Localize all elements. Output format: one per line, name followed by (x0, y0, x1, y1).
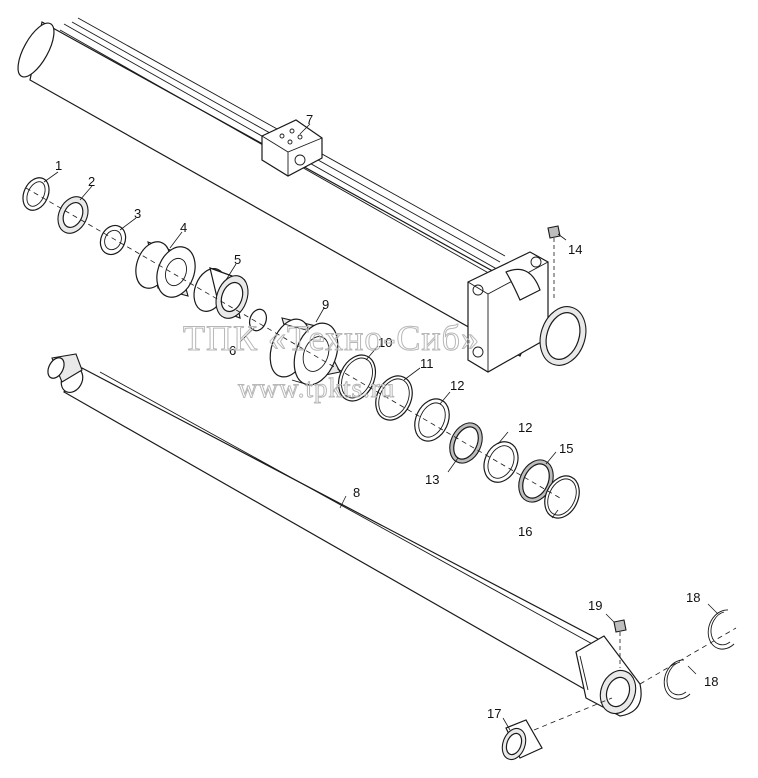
callout-14: 14 (568, 242, 582, 257)
piston-9 (269, 317, 341, 387)
callout-18a: 18 (686, 590, 700, 605)
mounting-flange (467, 251, 587, 373)
bushing-17 (501, 697, 613, 761)
callout-3: 3 (134, 206, 141, 221)
plug-14 (547, 225, 561, 300)
callout-6: 6 (229, 343, 236, 358)
ring-12b (483, 441, 519, 483)
callout-5: 5 (234, 252, 241, 267)
ring-15 (518, 459, 554, 503)
callouts: 1 2 3 4 5 6 7 8 9 10 11 12 12 13 14 15 1… (55, 112, 718, 721)
callout-13: 13 (425, 472, 439, 487)
callout-10: 10 (378, 335, 392, 350)
ring-11 (375, 375, 413, 421)
callout-2: 2 (88, 174, 95, 189)
callout-11: 11 (420, 356, 434, 371)
callout-7: 7 (306, 112, 313, 127)
gland-4 (135, 241, 196, 298)
callout-8: 8 (353, 485, 360, 500)
cylinder-barrel (17, 17, 587, 373)
callout-16: 16 (518, 524, 532, 539)
callout-15: 15 (559, 441, 573, 456)
watermark-line2: www.tpkts.ru (238, 373, 395, 403)
ring-16 (544, 475, 580, 519)
callout-12a: 12 (450, 378, 464, 393)
port-block (261, 119, 323, 177)
callout-4: 4 (180, 220, 187, 235)
callout-17: 17 (487, 706, 501, 721)
circlip-18b (707, 609, 735, 650)
ring-3 (99, 224, 127, 256)
callout-1: 1 (55, 158, 62, 173)
watermark-line1: ТПК «Техно-Сиб» (183, 318, 480, 358)
circlip-18a (663, 659, 691, 700)
leader-lines (43, 123, 719, 731)
bushing-5 (193, 267, 249, 319)
callout-9: 9 (322, 297, 329, 312)
ring-12a (414, 398, 450, 442)
watermark: ТПК «Техно-Сиб» www.tpkts.ru (183, 318, 480, 404)
rod-eye (575, 635, 642, 717)
grease-nipple-19 (613, 619, 627, 668)
callout-19: 19 (588, 598, 602, 613)
callout-12b: 12 (518, 420, 532, 435)
callout-18b: 18 (704, 674, 718, 689)
piston-rod (47, 353, 601, 691)
